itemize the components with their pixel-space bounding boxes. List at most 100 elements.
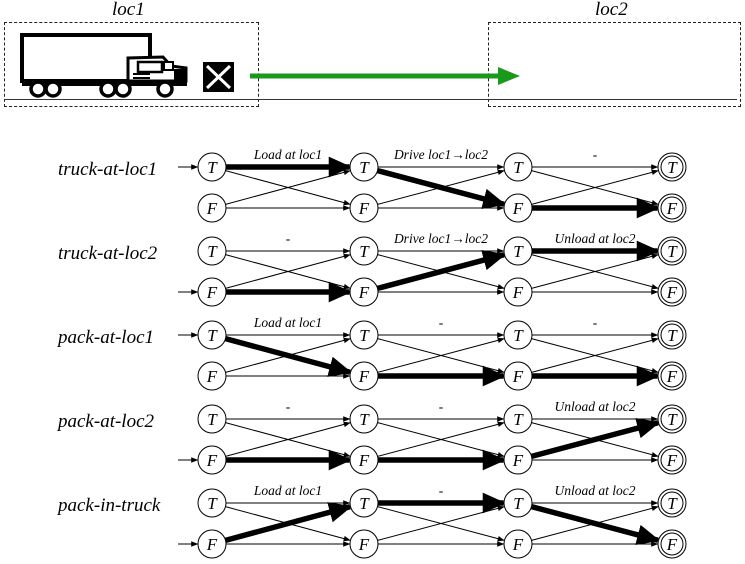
svg-text:F: F [512,451,524,470]
state-node-f: F [197,529,227,559]
svg-text:F: F [358,535,370,554]
state-node-f: F [349,193,379,223]
state-node-f: F [657,529,687,559]
loc1-box [4,22,259,107]
row-label-pack-at-loc2: pack-at-loc2 [56,411,155,432]
svg-text:T: T [513,410,524,429]
plan-path-edge [224,502,353,544]
svg-text:F: F [512,283,524,302]
plan-path-edge [224,335,353,377]
state-node-t: T [503,236,533,266]
transition-edge [531,337,659,373]
state-node-t: T [197,152,227,182]
action-label: Drive loc1→loc2 [393,231,488,246]
svg-text:T: T [667,326,678,345]
action-label: Load at loc1 [253,483,322,498]
svg-text:T: T [667,410,678,429]
state-node-t: T [503,320,533,350]
state-node-f: F [657,445,687,475]
state-node-f: F [349,445,379,475]
state-node-f: F [349,361,379,391]
state-node-t: T [657,236,687,266]
state-node-t: T [503,404,533,434]
transition-edge [531,169,659,205]
action-label: - [439,315,444,330]
svg-text:F: F [206,451,218,470]
action-label: Drive loc1→loc2 [393,147,488,162]
state-node-t: T [503,152,533,182]
row-label-pack-in-truck: pack-in-truck [56,495,161,516]
svg-text:F: F [206,199,218,218]
loc1-label: loc1 [112,0,145,20]
state-node-f: F [657,277,687,307]
state-node-f: F [503,361,533,391]
package-icon [203,62,234,92]
state-node-f: F [657,193,687,223]
action-label: Unload at loc2 [555,399,636,414]
svg-text:F: F [358,367,370,386]
state-node-t: T [349,236,379,266]
state-node-t: T [657,320,687,350]
move-arrow [250,67,520,85]
svg-text:T: T [513,494,524,513]
svg-text:F: F [666,367,678,386]
action-label: Unload at loc2 [555,483,636,498]
action-label: - [439,483,444,498]
svg-text:F: F [512,535,524,554]
svg-text:F: F [358,451,370,470]
state-node-t: T [657,404,687,434]
action-label: - [593,315,598,330]
svg-text:F: F [358,199,370,218]
state-node-f: F [349,529,379,559]
svg-text:T: T [359,158,370,177]
svg-text:T: T [667,494,678,513]
state-node-t: T [503,488,533,518]
state-node-t: T [197,488,227,518]
row-label-truck-at-loc2: truck-at-loc2 [58,243,158,264]
transition-edge [225,253,351,289]
svg-text:T: T [513,242,524,261]
svg-text:T: T [667,158,678,177]
state-node-t: T [197,236,227,266]
action-label: - [593,147,598,162]
svg-text:F: F [206,283,218,302]
svg-text:F: F [206,535,218,554]
state-node-f: F [503,445,533,475]
svg-text:T: T [207,494,218,513]
state-node-f: F [503,193,533,223]
transition-edge [225,421,351,457]
svg-text:T: T [359,410,370,429]
state-node-f: F [503,529,533,559]
svg-text:T: T [667,242,678,261]
action-label: - [286,231,291,246]
row-label-pack-at-loc1: pack-at-loc1 [56,327,154,348]
plan-path-edge [376,167,507,209]
svg-text:F: F [666,451,678,470]
state-node-t: T [657,488,687,518]
action-label: - [286,399,291,414]
loc2-label: loc2 [595,0,628,20]
svg-text:F: F [358,283,370,302]
svg-text:T: T [513,326,524,345]
state-node-f: F [349,277,379,307]
truck-icon [20,33,188,98]
state-node-f: F [197,277,227,307]
scene-graphics [20,33,520,98]
state-node-t: T [349,404,379,434]
loc2-box [488,22,741,107]
ground-line [4,99,737,100]
action-label: Unload at loc2 [555,231,636,246]
action-label: Load at loc1 [253,147,322,162]
svg-text:F: F [512,367,524,386]
svg-text:T: T [359,326,370,345]
svg-text:T: T [207,242,218,261]
action-label: Load at loc1 [253,315,322,330]
plan-path-edge [376,250,507,292]
state-node-f: F [197,361,227,391]
plan-path-edge [530,503,661,545]
state-node-t: T [349,152,379,182]
transition-edge [377,337,505,373]
state-node-t: T [349,488,379,518]
row-label-truck-at-loc1: truck-at-loc1 [58,159,157,180]
